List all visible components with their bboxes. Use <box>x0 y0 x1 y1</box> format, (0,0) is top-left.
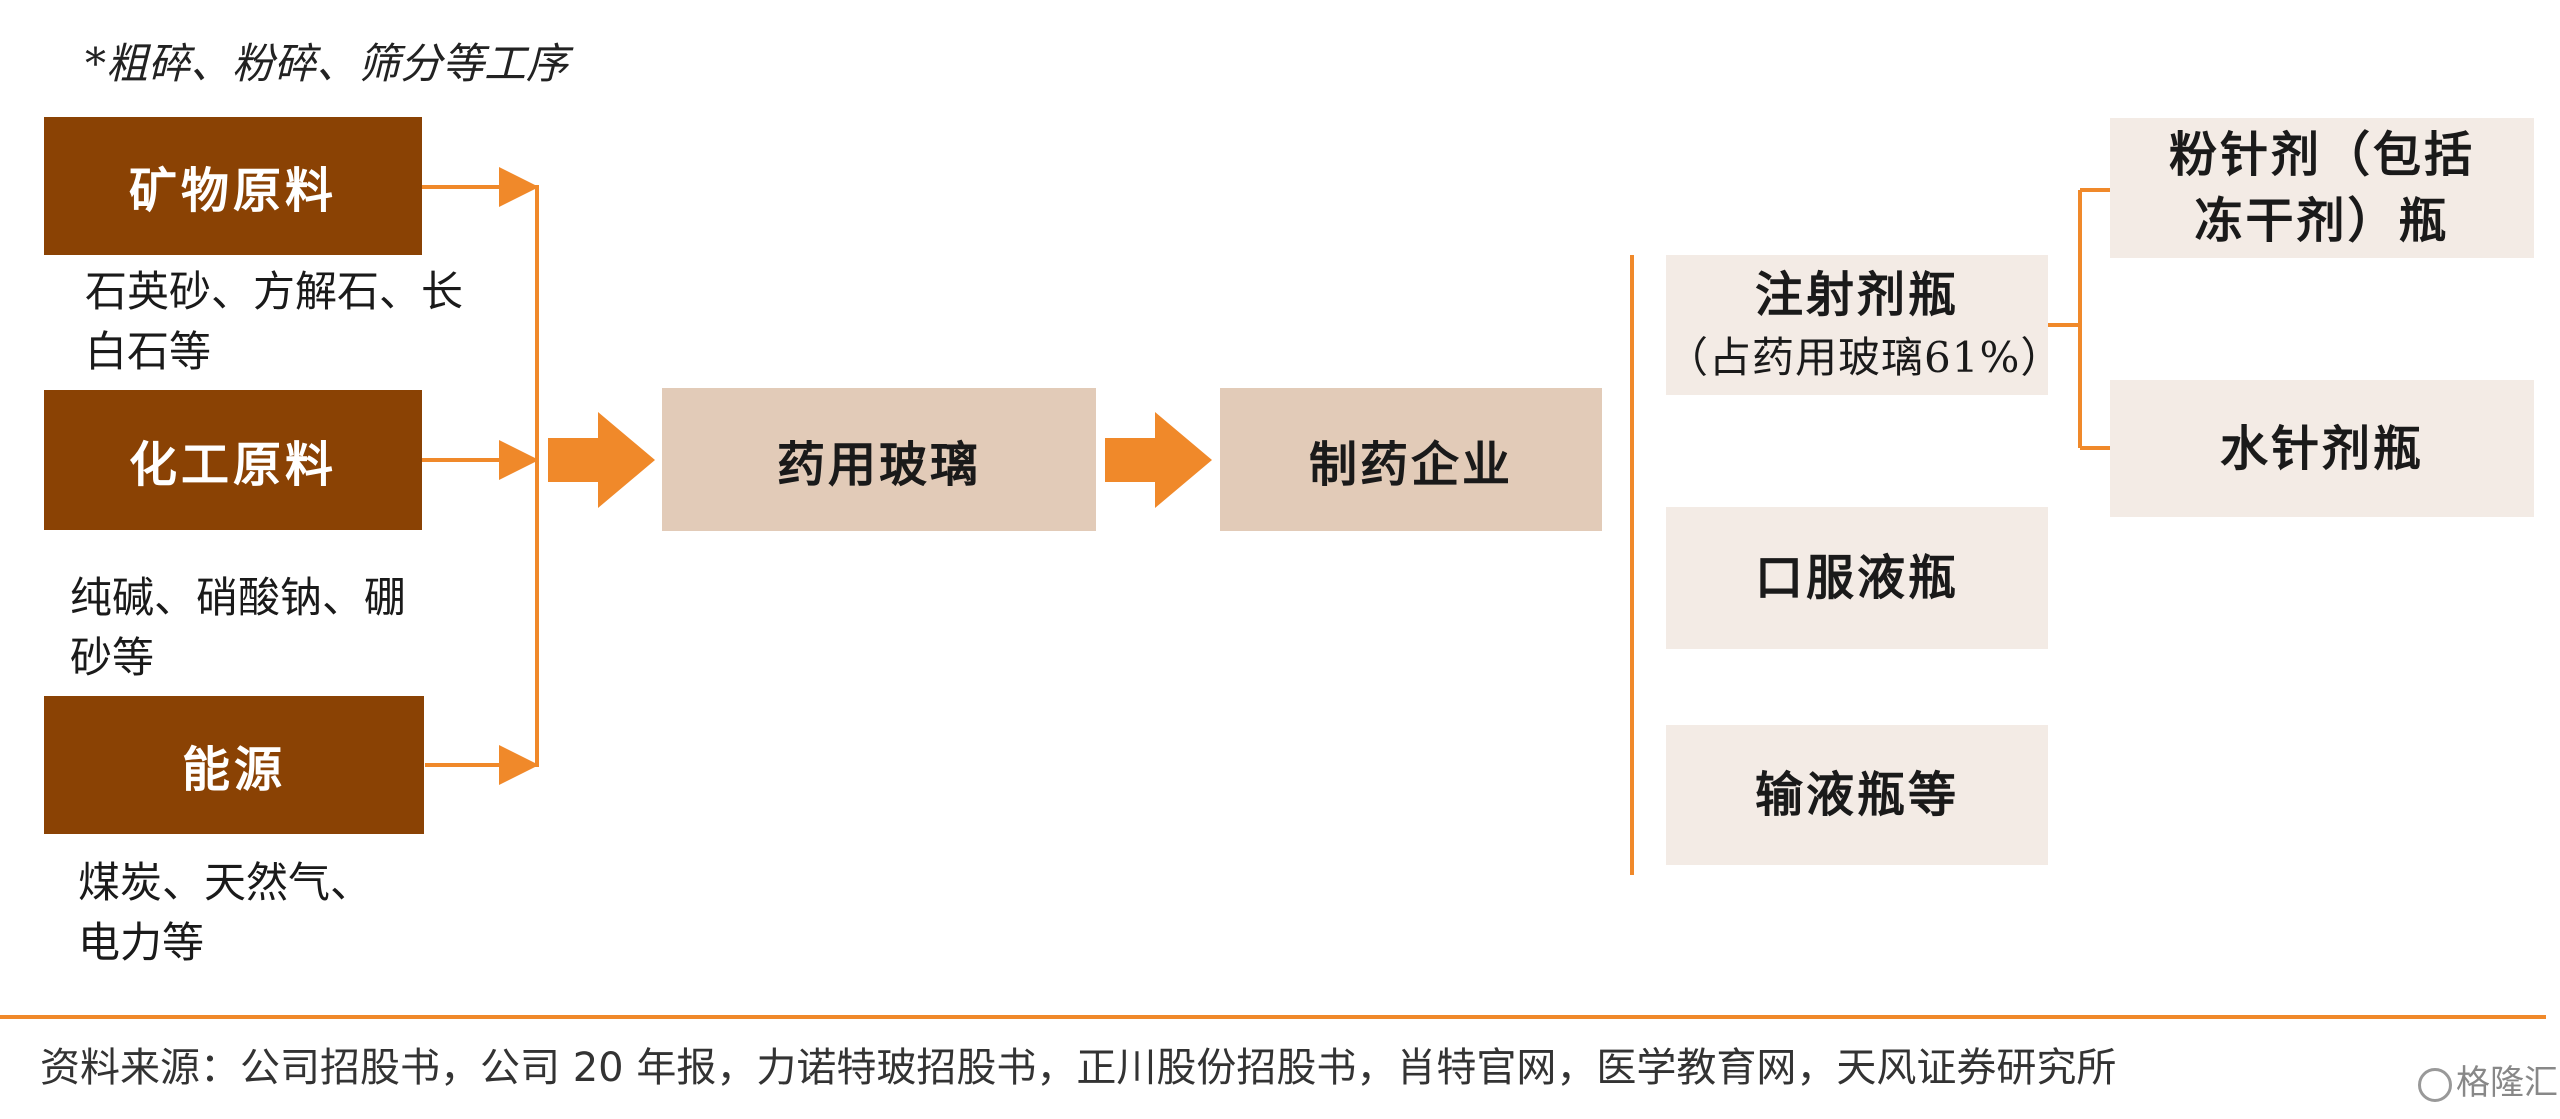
raw-desc-line: 砂等 <box>70 633 155 682</box>
product-box-oral: 口服液瓶 <box>1666 507 2048 649</box>
product-sub: （占药用玻璃61%） <box>1666 333 2064 382</box>
watermark-text: 格隆汇 <box>2456 1063 2558 1103</box>
raw-box-energy: 能源 <box>44 696 424 834</box>
raw-desc-line: 纯碱、硝酸钠、硼 <box>70 573 407 622</box>
source-divider <box>0 1015 2546 1019</box>
injection-box-water: 水针剂瓶 <box>2110 380 2534 517</box>
source-text: 资料来源：公司招股书，公司 20 年报，力诺特玻招股书，正川股份招股书，肖特官网… <box>40 1045 2117 1091</box>
raw-desc-mineral: 石英砂、方解石、长 白石等 <box>85 262 463 382</box>
product-label: 注射剂瓶 <box>1754 267 1959 323</box>
raw-desc-line: 煤炭、天然气、 <box>78 858 373 907</box>
raw-desc-energy: 煤炭、天然气、 电力等 <box>78 853 372 973</box>
raw-desc-line: 石英砂、方解石、长 <box>85 267 464 316</box>
injection-line: 粉针剂（包括 <box>2168 127 2475 183</box>
raw-desc-chemical: 纯碱、硝酸钠、硼 砂等 <box>70 568 406 688</box>
product-box-injection: 注射剂瓶 （占药用玻璃61%） <box>1666 255 2064 395</box>
flow-box-glass: 药用玻璃 <box>662 388 1096 531</box>
watermark-logo-icon <box>2418 1067 2452 1102</box>
raw-box-mineral: 矿物原料 <box>44 117 422 255</box>
arrow-to-pharma <box>1105 412 1212 508</box>
process-note: *粗碎、粉碎、筛分等工序 <box>85 39 569 88</box>
injection-line: 冻干剂）瓶 <box>2194 193 2450 249</box>
arrow-to-glass <box>548 412 655 508</box>
injection-box-powder: 粉针剂（包括 冻干剂）瓶 <box>2110 118 2534 258</box>
raw-box-chemical: 化工原料 <box>44 390 422 530</box>
product-box-infusion: 输液瓶等 <box>1666 725 2048 865</box>
flow-box-pharma: 制药企业 <box>1220 388 1602 531</box>
watermark: 格隆汇 <box>2418 1055 2558 1104</box>
raw-desc-line: 白石等 <box>85 327 212 376</box>
raw-desc-line: 电力等 <box>78 918 205 967</box>
